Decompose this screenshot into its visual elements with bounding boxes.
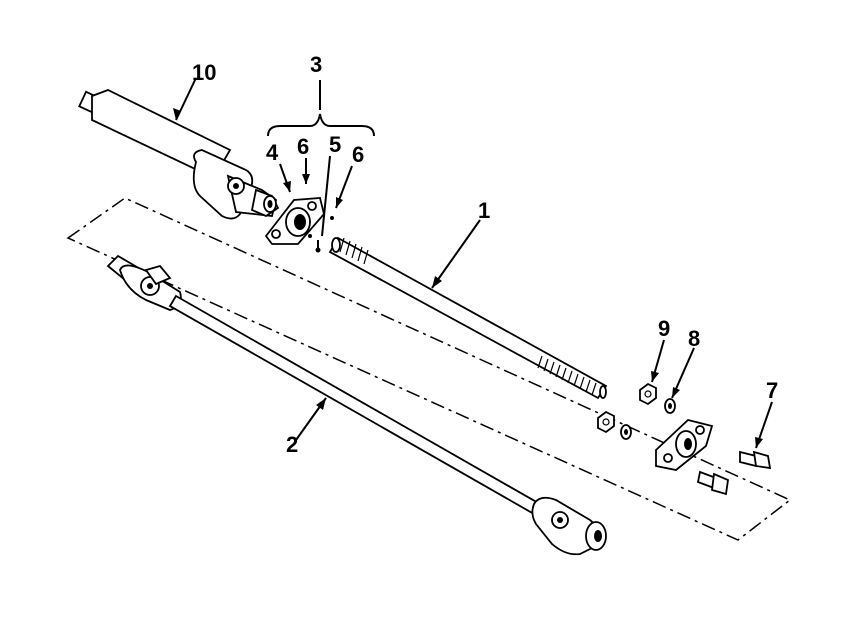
intermediate-shaft-2 [106,254,607,556]
shaft-assembly-10 [78,89,280,220]
callout-9: 8 [688,326,700,351]
callout-4: 4 [266,140,279,165]
leader-lines [173,77,773,449]
callout-6-left: 6 [297,134,309,159]
flange-bearing-4 [264,197,325,245]
callout-10: 10 [192,60,216,85]
washer-9 [620,398,676,440]
setscrew-5 [315,240,321,253]
callout-2: 2 [286,432,298,457]
flange-bearing-right [655,419,714,471]
setscrew-6 [308,216,334,238]
callout-8: 9 [658,316,670,341]
callout-3: 3 [310,52,322,77]
callout-labels: 10 3 4 6 5 6 1 2 9 8 7 [192,52,778,457]
assembly-dashed-outline [66,197,792,541]
kit-3-bracket [267,113,375,137]
callout-5: 5 [329,132,341,157]
callout-7: 7 [766,378,778,403]
callout-1: 1 [478,198,490,223]
callout-6-right: 6 [352,142,364,167]
bolt-7 [696,450,772,496]
nut-8 [597,382,657,434]
steering-shaft-1 [328,236,608,400]
